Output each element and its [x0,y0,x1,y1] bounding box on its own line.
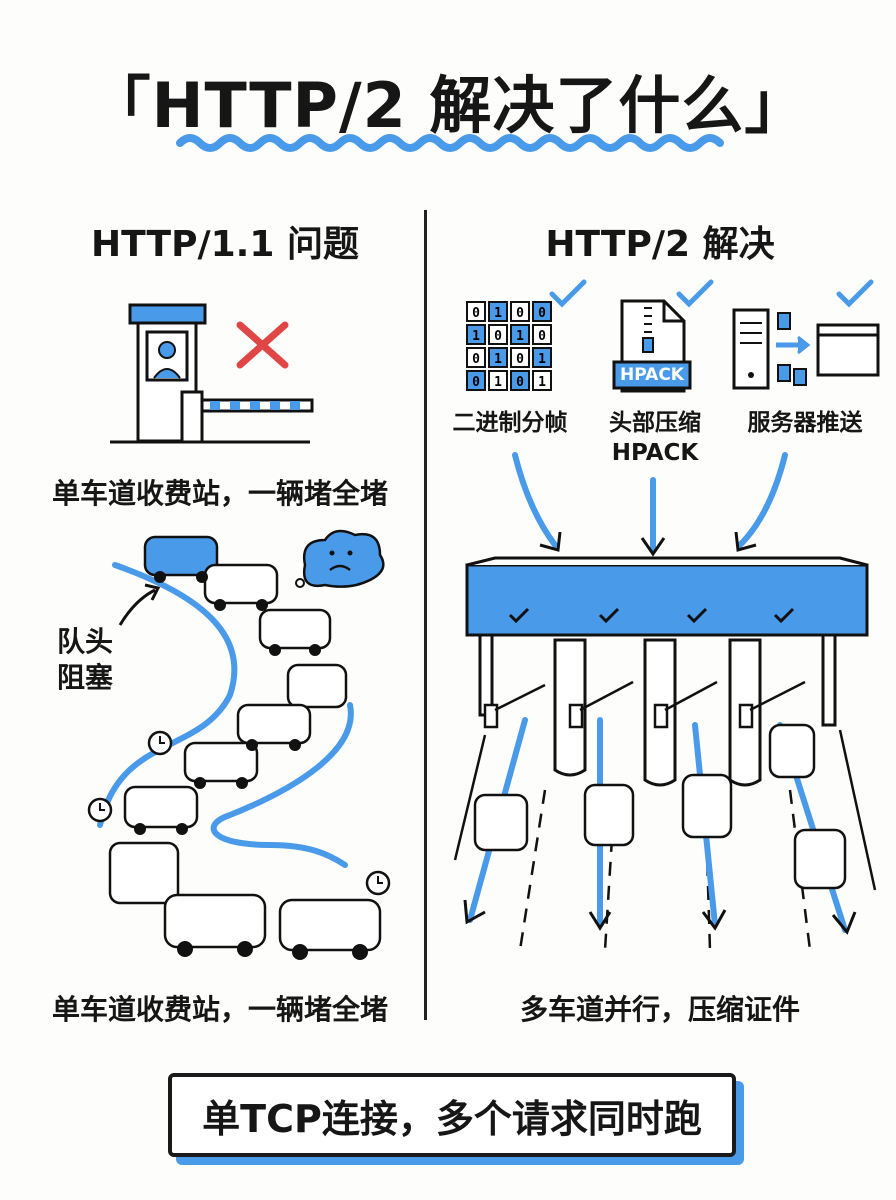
center-divider [424,210,427,1020]
feature-label-hpack-line1: 头部压缩 [609,410,701,436]
binary-cell [532,301,552,322]
binary-cell [532,324,552,345]
binary-digit: 1 [538,375,546,390]
binary-digit: 1 [494,306,502,321]
multi-lane-toll-plaza [453,556,877,951]
cross-icon [236,321,289,369]
binary-digit: 0 [472,306,480,321]
left-caption-top: 单车道收费站，一辆堵全堵 [51,477,388,510]
feature-label-binary-framing: 二进制分帧 [452,410,568,436]
right-caption: 多车道并行，压缩证件 [519,993,800,1026]
binary-digit: 1 [494,375,502,390]
binary-digit: 1 [538,352,546,367]
check-icon [836,279,874,308]
binary-cell [510,347,530,368]
feature-label-server-push: 服务器推送 [747,410,863,436]
hol-label-line2: 阻塞 [56,661,113,694]
title-underline-wave [176,134,724,152]
binary-digit: 0 [516,375,524,390]
page-title: 「HTTP/2 解决了什么」 [88,69,808,142]
feature-label-hpack-line2: HPACK [611,440,699,466]
binary-digit: 0 [472,375,480,390]
binary-cell [466,324,486,345]
binary-digit: 0 [472,352,480,367]
binary-cell [488,370,508,391]
binary-digit: 0 [538,306,546,321]
binary-cell [466,370,486,391]
binary-cell [532,347,552,368]
binary-cell [466,301,486,322]
summary-banner: 单TCP连接，多个请求同时跑 [168,1073,736,1157]
binary-digit: 1 [472,329,480,344]
binary-cell [510,370,530,391]
left-heading: HTTP/1.1 问题 [91,224,359,265]
binary-cell [488,324,508,345]
binary-cell [510,324,530,345]
single-toll-booth-illustration [110,303,314,444]
check-icon [676,279,714,308]
server-push-icon [732,308,880,390]
binary-cell [532,370,552,391]
binary-digit: 0 [494,329,502,344]
check-icon [549,279,587,308]
binary-cell [466,347,486,368]
traffic-jam-illustration [87,529,391,960]
binary-cell [510,301,530,322]
hol-label-line1: 队头 [56,625,113,658]
feature-label-header-compression: 头部压缩 HPACK [590,408,720,468]
binary-digit: 1 [494,352,502,367]
zip-file-icon [612,299,692,393]
binary-digit: 0 [516,352,524,367]
binary-digit: 0 [538,329,546,344]
left-caption-bottom: 单车道收费站，一辆堵全堵 [51,993,388,1026]
binary-cell [488,347,508,368]
hpack-badge: HPACK [620,365,684,385]
binary-cell [488,301,508,322]
binary-digit: 0 [516,306,524,321]
feature-arrows [512,452,788,557]
binary-digit: 1 [516,329,524,344]
right-heading: HTTP/2 解决 [545,224,775,265]
